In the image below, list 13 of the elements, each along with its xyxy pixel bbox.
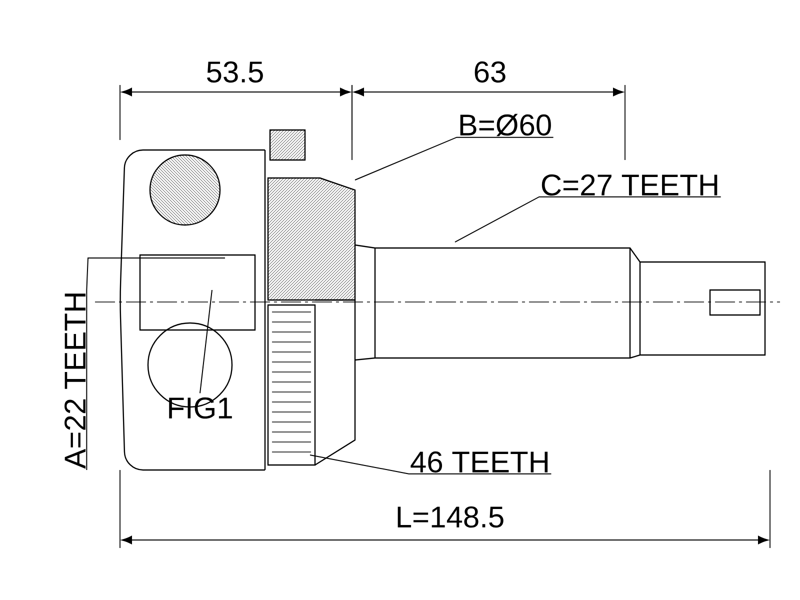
callout-text: C=27 TEETH — [542, 174, 718, 196]
callout-text: 46 TEETH — [410, 451, 548, 473]
leader-line — [310, 454, 552, 474]
leader-line — [86, 258, 226, 470]
dimension-label: 63 — [474, 61, 506, 83]
callout-text: FIG1 — [169, 397, 232, 419]
callout-text: A=22 TEETH — [64, 294, 86, 469]
leader-line — [200, 290, 212, 394]
leader-line — [454, 196, 722, 242]
callout-text: B=Ø60 — [460, 114, 551, 136]
leader-line — [354, 136, 554, 180]
dimension-label: L=148.5 — [398, 506, 504, 528]
dimension-label: 53.5 — [207, 61, 263, 83]
